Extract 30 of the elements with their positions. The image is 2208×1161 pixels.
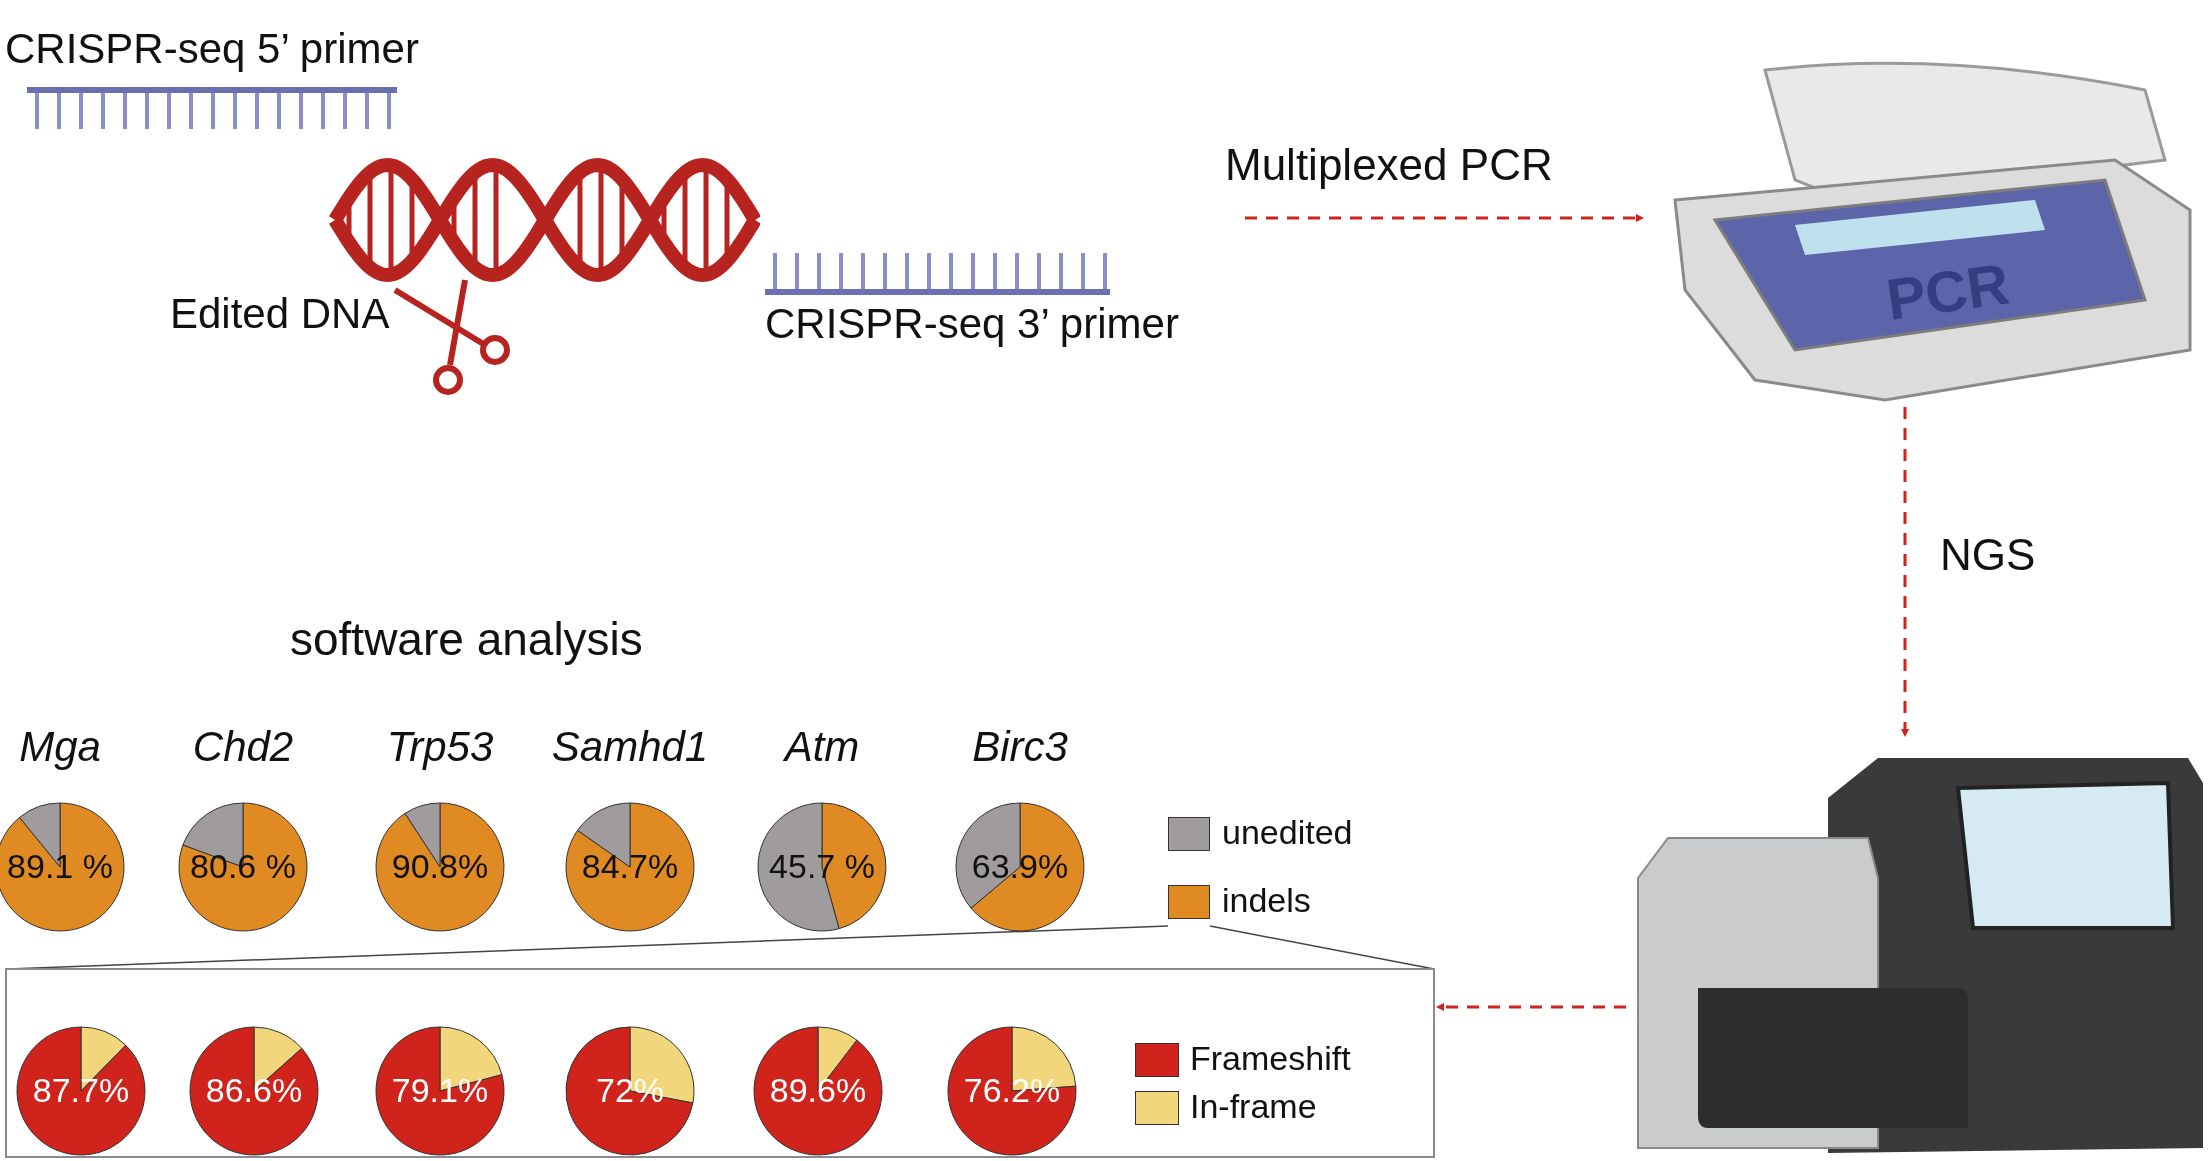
legend-label: In-frame bbox=[1190, 1087, 1317, 1126]
percentage-label: 76.2% bbox=[962, 1071, 1062, 1110]
gene-name: Birc3 bbox=[972, 723, 1068, 771]
gene-name: Trp53 bbox=[386, 723, 494, 771]
edge-label: NGS bbox=[1940, 530, 2036, 580]
gene-name: Chd2 bbox=[192, 723, 294, 771]
dna-label: Edited DNA bbox=[170, 290, 390, 338]
percentage-label: 89.6% bbox=[768, 1071, 868, 1110]
zoom-panel bbox=[5, 968, 1435, 1158]
primer-label: CRISPR-seq 3’ primer bbox=[765, 300, 1179, 348]
gene-name: Atm bbox=[784, 723, 860, 771]
percentage-label: 80.6 % bbox=[189, 847, 297, 886]
dashed-arrow bbox=[1901, 407, 1909, 737]
percentage-label: 87.7% bbox=[31, 1071, 131, 1110]
section-heading: software analysis bbox=[290, 612, 643, 666]
dashed-arrow bbox=[1245, 214, 1644, 222]
percentage-label: 84.7% bbox=[580, 847, 680, 886]
percentage-label: 86.6% bbox=[204, 1071, 304, 1110]
legend-label: indels bbox=[1222, 881, 1311, 920]
primer-label: CRISPR-seq 5’ primer bbox=[5, 25, 419, 73]
edge-label: Multiplexed PCR bbox=[1225, 140, 1553, 190]
percentage-label: 72% bbox=[594, 1071, 666, 1110]
percentage-label: 89.1 % bbox=[6, 847, 114, 886]
percentage-label: 79.1% bbox=[390, 1071, 490, 1110]
legend-label: unedited bbox=[1222, 813, 1353, 852]
gene-name: Samhd1 bbox=[551, 723, 709, 771]
dashed-arrow bbox=[1436, 1003, 1626, 1011]
gene-name: Mga bbox=[19, 723, 101, 771]
percentage-label: 90.8% bbox=[390, 847, 490, 886]
legend-label: Frameshift bbox=[1190, 1039, 1351, 1078]
